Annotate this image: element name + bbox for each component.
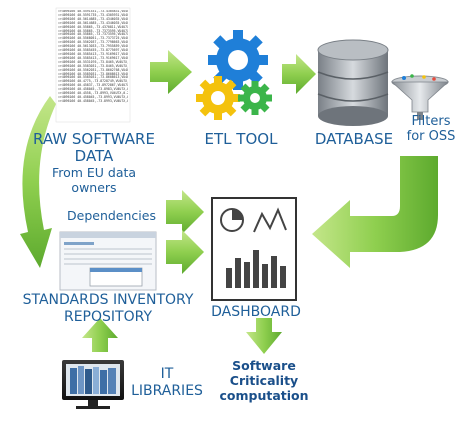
database-label: DATABASE: [314, 130, 394, 148]
raw-software-data-subtitle-line2: owners: [71, 180, 117, 195]
raw-data-line: =>4096166 40.5585031,-73.8608613,VU4U7X,…: [58, 71, 128, 76]
it-libraries-line2: LIBRARIES: [131, 383, 203, 399]
standards-inventory-label: STANDARDS INVENTORY REPOSITORY: [4, 292, 212, 326]
raw-data-line: =>4096166 40.5585413,-73.9169617,VU4U7X,…: [58, 55, 128, 60]
raw-data-line: =>4096166 40.5614685,-73.4346035,VU4U7X,…: [58, 16, 128, 21]
raw-data-line: =>4096166 40.5591735,-73.4305931,VU4U7X,…: [58, 12, 128, 17]
software-criticality-line2: Criticality: [229, 373, 299, 388]
standards-inventory-line2: REPOSITORY: [63, 309, 152, 325]
raw-software-data-title-line1: RAW SOFTWARE: [33, 130, 155, 148]
raw-data-line: =>4096166 40.458045,-73.8983,VU4U7X,0.2: [58, 87, 128, 92]
standards-inventory-line1: STANDARDS INVENTORY: [22, 292, 194, 308]
arrow-libraries-to-standards: [82, 318, 118, 352]
raw-data-line: =>4096166 40.5585031,-73.8608613,VU4U7X,…: [58, 75, 128, 80]
arrow-dashboard-to-criticality: [246, 318, 282, 354]
repository-screenshot-icon: [59, 231, 157, 291]
dashboard-icon: [211, 197, 297, 301]
raw-data-line: =>4096166 40.55865,-73.7373595,VU4U7X,0.…: [58, 32, 128, 37]
raw-data-line: =>4096166 40.5583031,-73.8465,VU4U7X,0.2: [58, 63, 128, 68]
arrow-dependencies-to-dashboard: [166, 190, 204, 234]
arrow-raw-to-standards: [20, 96, 56, 268]
arrow-etl-to-db: [282, 54, 316, 94]
arrow-standards-to-dashboard: [166, 230, 204, 274]
raw-data-line: =>4096166 40.5591531,-73.4305831,VU4U7X,…: [58, 10, 128, 13]
raw-data-line: =>4096166 40.5614685,-73.4346035,VU4U7X,…: [58, 20, 128, 25]
raw-software-data-subtitle: From EU data owners: [10, 165, 178, 195]
gears-icon: [196, 30, 272, 120]
filters-line2: for OSS: [406, 129, 456, 144]
raw-data-line: =>4096166 40.5562037,-73.7798663,VU4U7X,…: [58, 40, 128, 45]
raw-data-line: =>4096166 40.5585455,-73.8775697,VU4U7X,…: [58, 48, 128, 53]
filters-line1: Filters: [411, 114, 451, 129]
raw-data-document-icon: [55, 7, 131, 123]
raw-data-line: =>4096166 40.5585413,-73.9169617,VU4U7X,…: [58, 51, 128, 56]
database-icon: [317, 39, 389, 126]
it-libraries-label: IT LIBRARIES: [126, 366, 208, 400]
raw-data-line: =>4096166 40.5531076,-73.8465,VU4U7X,0.2: [58, 59, 128, 64]
raw-data-line: =>4096166 40.55865,-73.4370811,VU4U7X,0.…: [58, 24, 128, 29]
etl-tool-label: ETL TOOL: [204, 130, 278, 148]
raw-data-text: =>4096166 40.5591531,-73.4305831,VU4U7X,…: [58, 10, 128, 120]
raw-software-data-title-line2: DATA: [74, 147, 114, 165]
raw-data-line: =>4096166 40.55865,-73.7373595,VU4U7X,0.…: [58, 28, 128, 33]
raw-data-line: =>4096166 40.458045,-73.8993,VU4U7X,0.2: [58, 94, 128, 99]
raw-software-data-subtitle-line1: From EU data: [51, 165, 137, 180]
it-libraries-line1: IT: [160, 366, 174, 382]
funnel-icon: [390, 74, 450, 120]
raw-data-line: =>4096166 40.5562031,-73.8602768,VU4U7X,…: [58, 67, 128, 72]
raw-data-line: =>4096166 40.5613033,-73.7955859,VU4U7X,…: [58, 44, 128, 49]
raw-software-data-label: RAW SOFTWARE DATA: [10, 131, 178, 165]
software-criticality-line1: Software: [232, 358, 296, 373]
raw-data-line: =>4096166 40.4558,-73.8993,VU4U7X,0.2: [58, 91, 128, 96]
raw-data-line: =>4096166 40.5568051,-73.7373725,VU4U7X,…: [58, 36, 128, 41]
raw-data-line: =>4096166 40.4775,-73.8728749,VU4U7X,0.2: [58, 79, 128, 84]
raw-data-line: =>4096166 40.45837,-73.8972867,VU4U7X,0.…: [58, 83, 128, 88]
software-criticality-line3: computation: [219, 388, 309, 403]
software-criticality-label: Software Criticality computation: [214, 358, 314, 403]
dashboard-label: DASHBOARD: [211, 304, 301, 320]
arrow-filters-to-dashboard: [312, 156, 438, 268]
raw-data-line: =>4096166 40.458045,-73.8993,VU4U7X,0.2: [58, 98, 128, 103]
library-monitor-icon: [62, 360, 124, 409]
dependencies-label: Dependencies: [67, 208, 156, 223]
arrow-raw-to-etl: [150, 50, 192, 94]
filters-label: Filters for OSS: [400, 114, 462, 144]
